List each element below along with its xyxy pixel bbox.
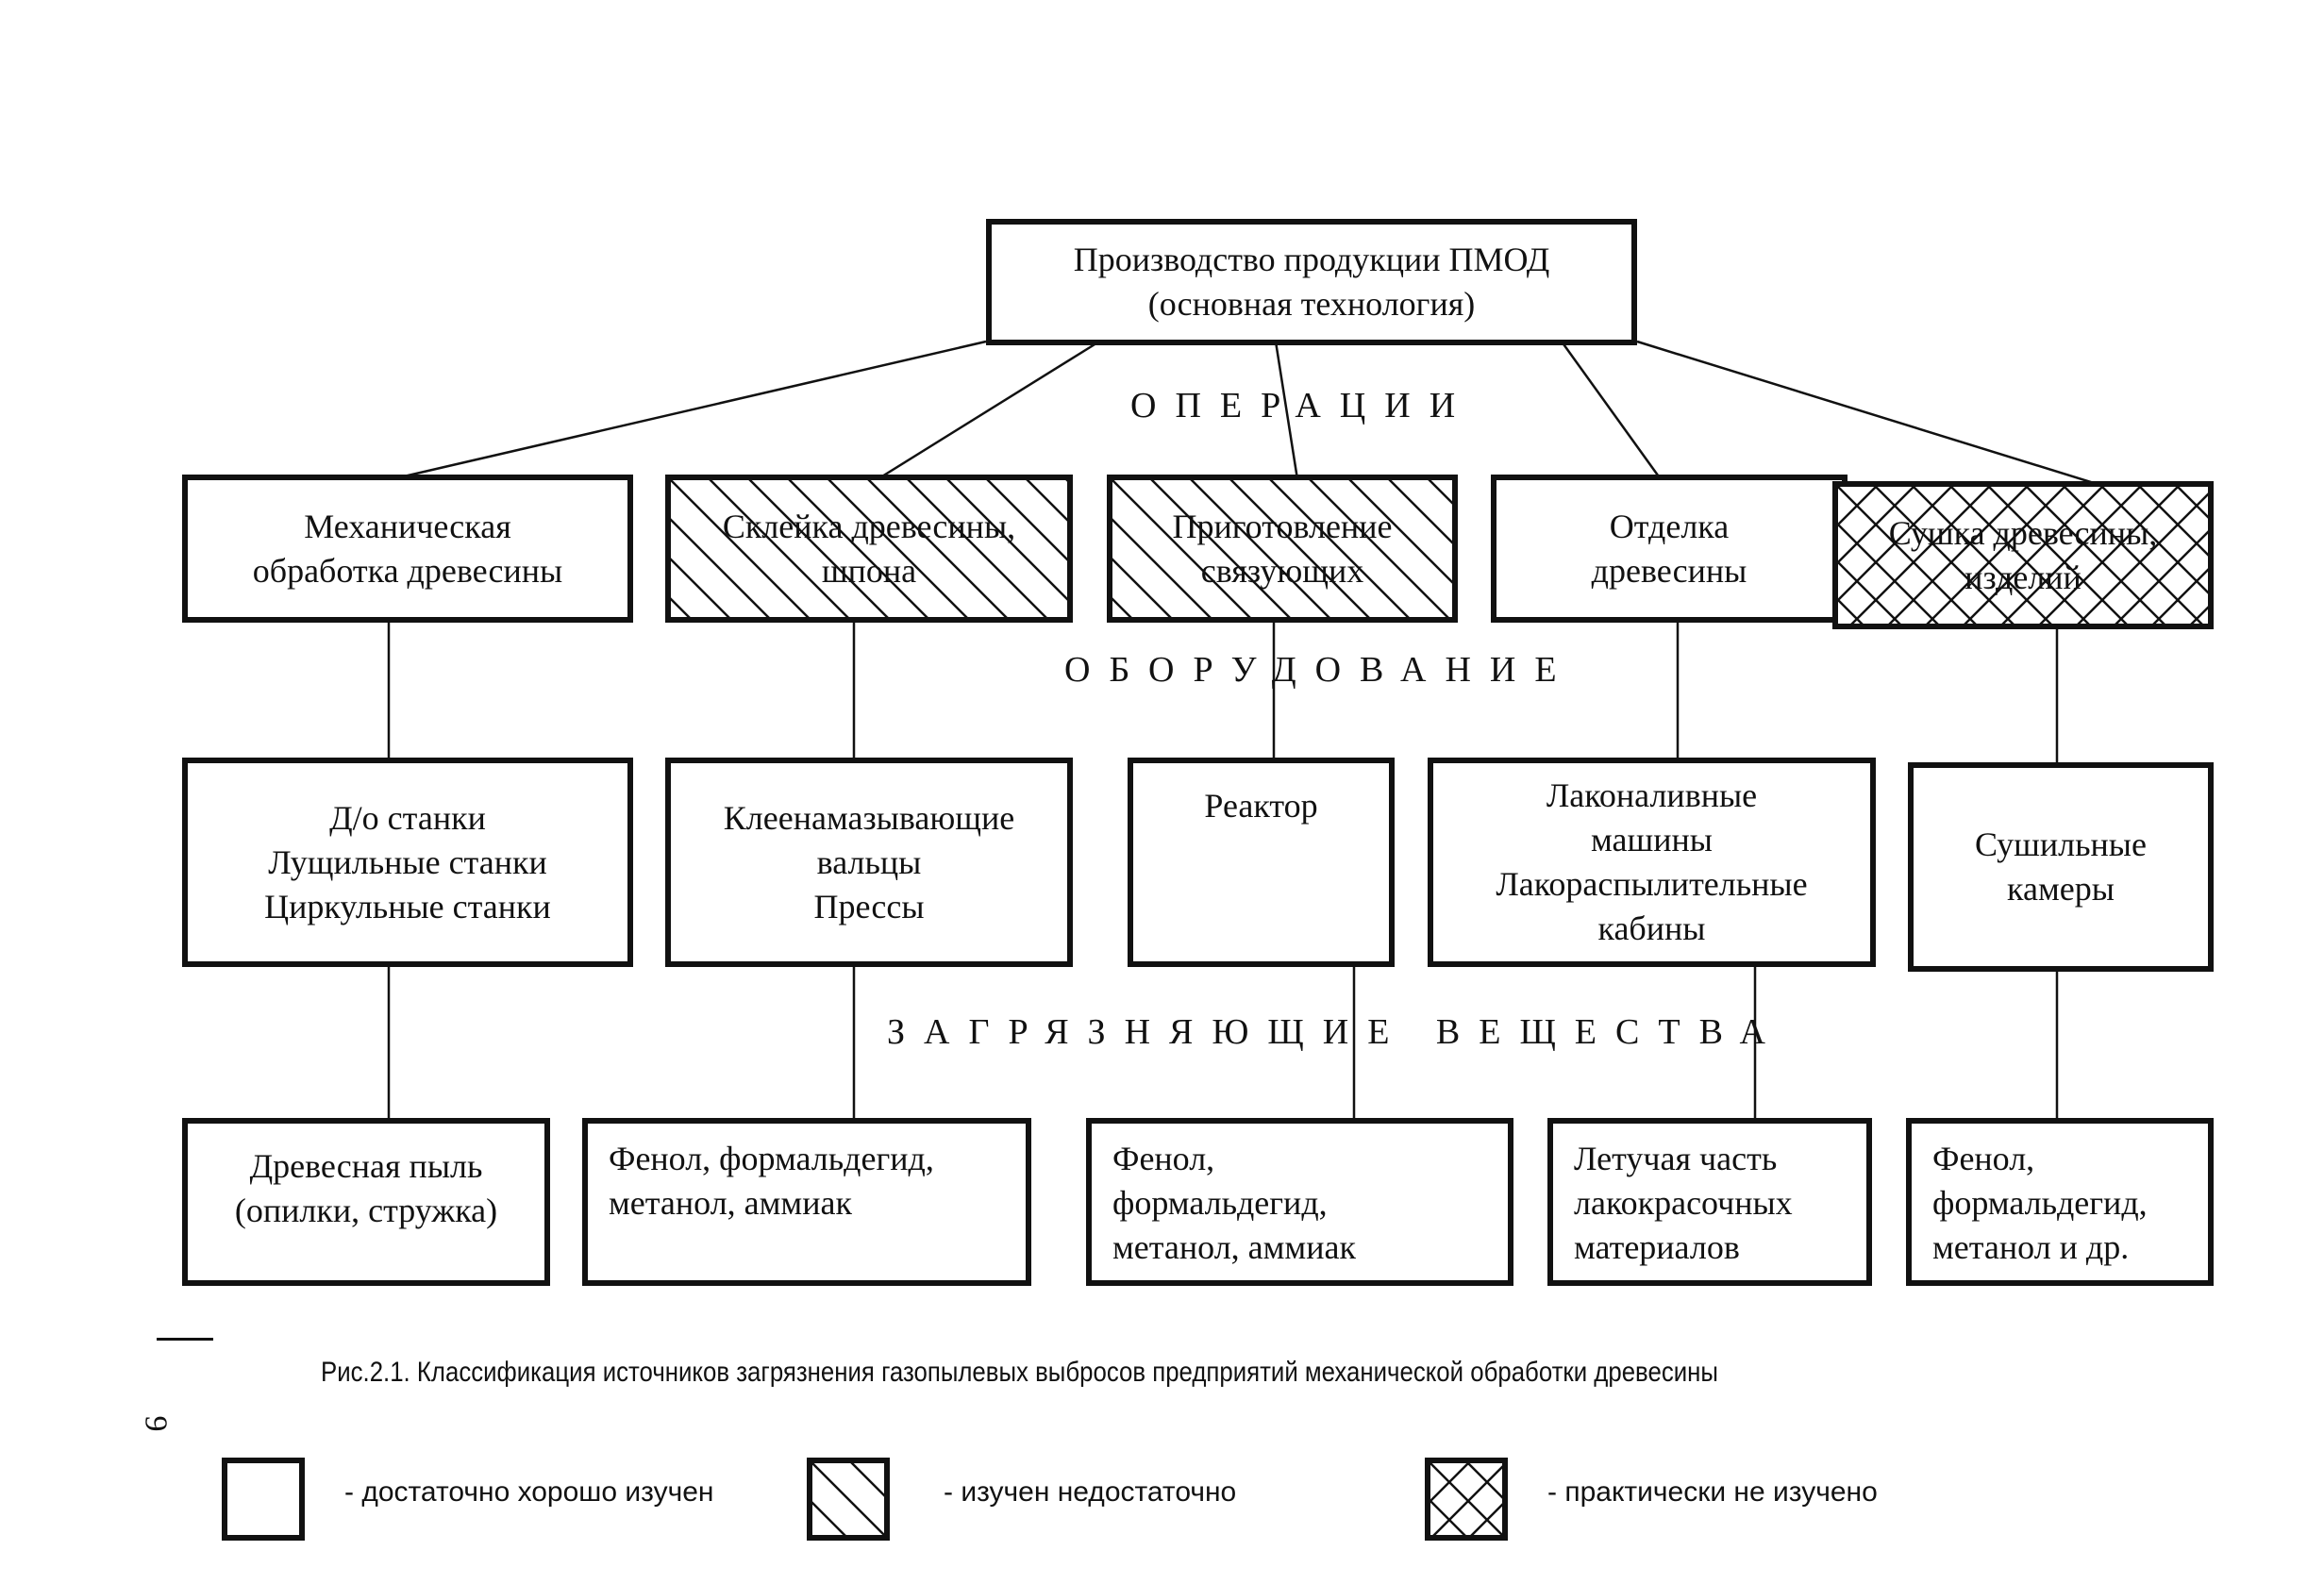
section-operations: ОПЕРАЦИИ (1130, 386, 1475, 425)
page-rule (157, 1338, 213, 1341)
equipment-box: Сушильные камеры (1908, 762, 2214, 972)
root-subtitle: (основная технология) (1147, 285, 1476, 323)
equipment-box: Д/о станки Лущильные станки Циркульные с… (182, 758, 633, 967)
crosshatch-pattern (1838, 487, 2208, 624)
page-number: 9 (138, 1415, 174, 1432)
connector-root-op4 (1560, 341, 1663, 480)
legend-label: - достаточно хорошо изучен (344, 1476, 714, 1508)
root-box: Производство продукции ПМОД (основная тех… (986, 219, 1637, 345)
legend-label: - изучен недостаточно (944, 1476, 1237, 1508)
hatch-pattern (1112, 480, 1452, 617)
pollutant-box: Древесная пыль (опилки, стружка) (182, 1118, 550, 1286)
connector-root-op5 (1636, 340, 2119, 492)
pollutant-box: Летучая часть лакокрасочных материалов (1547, 1118, 1872, 1286)
crosshatch-pattern (1430, 1463, 1502, 1535)
operation-label: Склейка древесины, шпона (722, 507, 1016, 590)
operation-label: Отделка древесины (1591, 507, 1747, 590)
legend-swatch-hatch (807, 1458, 890, 1541)
section-equipment: ОБОРУДОВАНИЕ (1064, 650, 1576, 690)
pollutant-box: Фенол, формальдегид, метанол, аммиак (1086, 1118, 1513, 1286)
equipment-box: Клеенамазывающие вальцы Прессы (665, 758, 1073, 967)
connector-root-op1 (391, 340, 987, 481)
operation-box: Склейка древесины, шпона (665, 475, 1073, 623)
legend-swatch-plain (222, 1458, 305, 1541)
figure-caption: Рис.2.1. Классификация источников загряз… (321, 1357, 1718, 1388)
equipment-label: Сушильные камеры (1975, 825, 2147, 908)
connector-root-op3 (1274, 341, 1299, 480)
pollutant-label: Фенол, формальдегид, метанол, аммиак (609, 1140, 934, 1222)
pollutant-label: Фенол, формальдегид, метанол, аммиак (1112, 1140, 1356, 1266)
operation-label: Сушка древесины, изделий (1888, 513, 2158, 596)
root-title: Производство продукции ПМОД (1073, 241, 1550, 278)
operation-box: Приготовление связующих (1107, 475, 1458, 623)
pollutant-label: Древесная пыль (опилки, стружка) (234, 1147, 498, 1229)
hatch-pattern (812, 1463, 884, 1535)
equipment-box: Лаконаливные машины Лакораспылительные к… (1428, 758, 1876, 967)
equipment-label: Д/о станки Лущильные станки Циркульные с… (264, 798, 551, 925)
equipment-box: Реактор (1128, 758, 1395, 967)
connector-root-op2 (877, 340, 1100, 481)
operation-box: Сушка древесины, изделий (1832, 481, 2214, 629)
section-pollutants: ЗАГРЯЗНЯЮЩИЕ ВЕЩЕСТВА (887, 1012, 1784, 1052)
operation-box: Механическая обработка древесины (182, 475, 633, 623)
legend-label: - практически не изучено (1547, 1476, 1878, 1508)
equipment-label: Лаконаливные машины Лакораспылительные к… (1496, 776, 1808, 947)
operation-label: Приготовление связующих (1172, 507, 1393, 590)
pollutant-box: Фенол, формальдегид, метанол, аммиак (582, 1118, 1031, 1286)
hatch-pattern (671, 480, 1067, 617)
equipment-label: Клеенамазывающие вальцы Прессы (723, 798, 1015, 925)
pollutant-label: Летучая часть лакокрасочных материалов (1574, 1140, 1793, 1266)
pollutant-label: Фенол, формальдегид, метанол и др. (1932, 1140, 2148, 1266)
legend-swatch-crosshatch (1425, 1458, 1508, 1541)
operation-label: Механическая обработка древесины (252, 507, 563, 590)
equipment-label: Реактор (1204, 787, 1318, 825)
operation-box: Отделка древесины (1491, 475, 1847, 623)
pollutant-box: Фенол, формальдегид, метанол и др. (1906, 1118, 2214, 1286)
